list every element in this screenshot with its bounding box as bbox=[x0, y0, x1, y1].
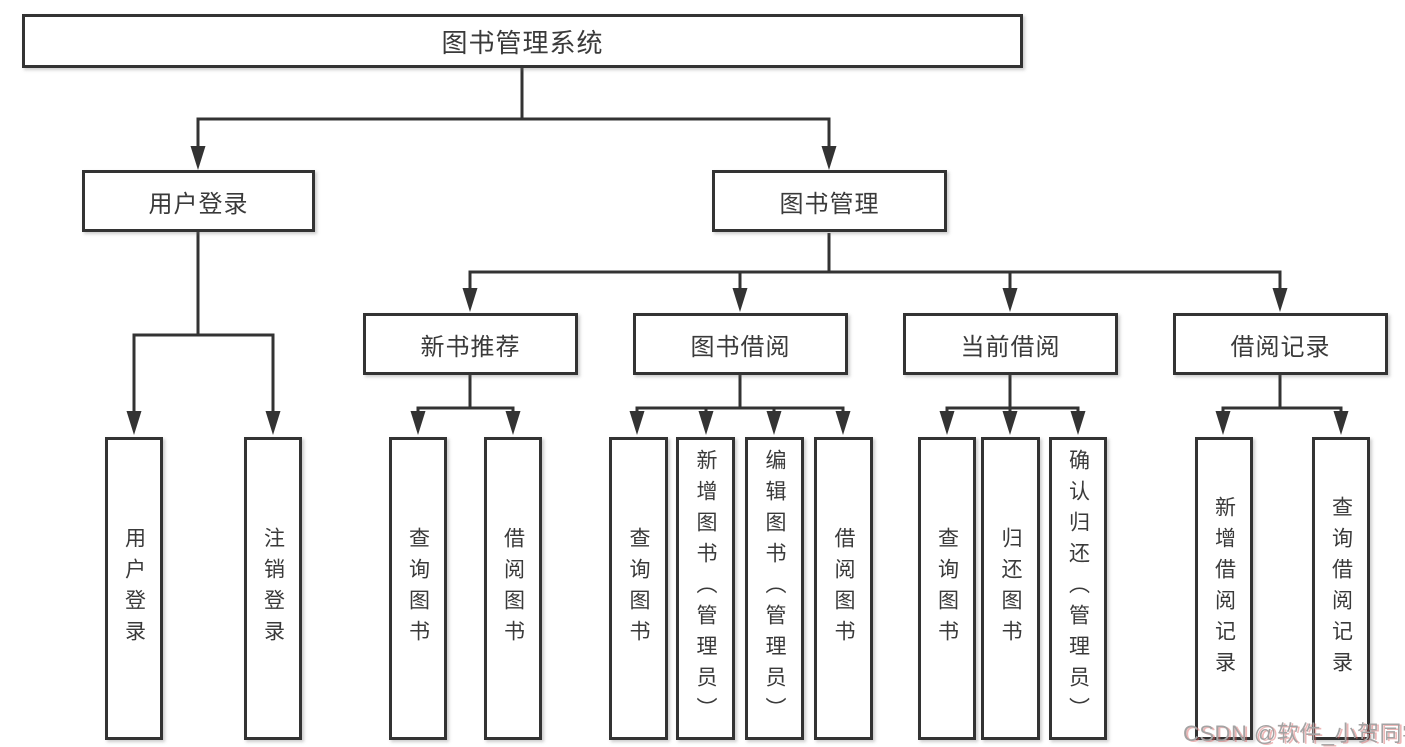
leaf-add-books-admin: 新增图书（管理员） bbox=[676, 437, 735, 740]
node-borrowing-records: 借阅记录 bbox=[1173, 313, 1388, 375]
node-library-management-system: 图书管理系统 bbox=[22, 14, 1023, 68]
leaf-query-borrow-record: 查询借阅记录 bbox=[1312, 437, 1370, 740]
connector-arrow-lines bbox=[126, 119, 1349, 435]
leaf-edit-books-admin: 编辑图书（管理员） bbox=[745, 437, 804, 740]
leaf-query-books-borrowing: 查询图书 bbox=[609, 437, 668, 740]
leaf-add-borrow-record: 新增借阅记录 bbox=[1195, 437, 1253, 740]
node-book-borrowing: 图书借阅 bbox=[633, 313, 848, 375]
leaf-confirm-return-admin: 确认归还（管理员） bbox=[1049, 437, 1107, 740]
leaf-borrow-books-recommend: 借阅图书 bbox=[484, 437, 542, 740]
leaf-logout: 注销登录 bbox=[244, 437, 302, 740]
leaf-query-books-recommend: 查询图书 bbox=[389, 437, 447, 740]
node-current-borrowing: 当前借阅 bbox=[903, 313, 1118, 375]
csdn-watermark: CSDN @软件_小贺同学 bbox=[1183, 721, 1405, 746]
node-book-management: 图书管理 bbox=[712, 170, 947, 232]
leaf-borrow-books-borrowing: 借阅图书 bbox=[814, 437, 873, 740]
leaf-return-books: 归还图书 bbox=[981, 437, 1040, 740]
leaf-user-login: 用户登录 bbox=[105, 437, 163, 740]
leaf-query-books-current: 查询图书 bbox=[918, 437, 976, 740]
node-user-login: 用户登录 bbox=[82, 170, 315, 232]
node-new-book-recommend: 新书推荐 bbox=[363, 313, 578, 375]
